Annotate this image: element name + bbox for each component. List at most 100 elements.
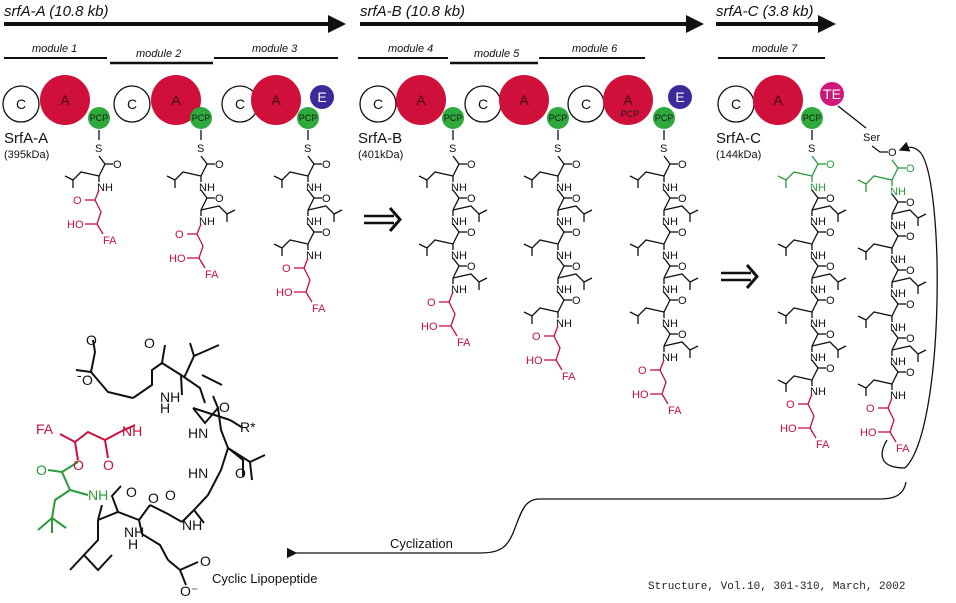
module-7: module 7 [718,43,825,59]
adenylation-domain-circle [151,75,201,125]
pcp-domain: PCP [297,107,319,129]
condensation-domain-circle [359,85,397,123]
adenylation-domain: A [603,75,653,125]
protein-labels: SrfA-A (395kDa) SrfA-B (401kDa) SrfA-C (… [4,130,761,161]
attack-origin-loop [881,439,906,469]
atom-ho: HO [421,321,438,333]
atom-o: O [235,465,246,481]
gene-srfA-A: srfA-A (10.8 kb) [4,3,346,33]
protein-name-srfA-C: SrfA-C [716,130,761,147]
module-label: module 6 [572,43,618,55]
adenylation-domain-label: A [416,92,426,108]
protein-size-srfA-C: (144kDa) [716,149,761,161]
atom-nh: NH [810,284,826,296]
module-bars: module 1 module 2 module 3 module 4 modu… [4,43,825,65]
adenylation-domain-circle [40,75,90,125]
atom-o: O [906,231,915,243]
atom-o: O [678,261,687,273]
epimerase-domain: E [310,85,334,109]
pcp-domain: PCP [547,107,569,129]
pcp-domain-label: PCP [444,113,463,123]
atom-nh: NH [306,182,322,194]
adenylation-domain-circle [499,75,549,125]
atom-o: O [906,299,915,311]
atom-nh: NH [662,318,678,330]
atom-o: O [467,227,476,239]
cyclization-arrow: Cyclization [286,481,907,559]
atom-o: O [906,367,915,379]
condensation-domain-label: C [16,96,26,112]
atom-o: O [826,295,835,307]
atom-o: O [906,333,915,345]
atom-nh: NH [890,390,906,402]
thioesterase-domain-label: TE [823,86,841,102]
fatty-acid-label: FA [457,337,471,349]
condensation-domain-label: C [235,96,245,112]
atom-o: O [826,329,835,341]
atom-nh: NH [890,254,906,266]
atom-nh: NH [890,186,906,198]
atom-nh: NH [182,517,202,533]
atom-o: O [678,159,687,171]
atom-o: O [678,295,687,307]
pcp-domain: PCP [190,107,212,129]
pcp-domain-label: PCP [549,113,568,123]
atom-s: S [449,143,456,155]
pcp-domain-label: PCP [803,113,822,123]
adenylation-domain: A [499,75,549,125]
cyclization-label: Cyclization [390,536,453,551]
atom-o: O [215,159,224,171]
pcp-domain: PCP [442,107,464,129]
adenylation-domain-label: A [623,92,633,108]
product-label: Cyclic Lipopeptide [212,571,318,586]
atom-nh: NH [199,182,215,194]
atom-s: S [95,143,102,155]
pcp-domain: PCP [653,107,675,129]
atom-o: O [86,332,97,348]
atom-o: O [906,265,915,277]
atom-o: O [215,193,224,205]
adenylation-domain: A [396,75,446,125]
cyclic-lipopeptide-structure: O - O O H NH O HN R* O HN O NH O NH H O … [36,332,318,599]
atom-o: O [572,227,581,239]
atom-o: O [826,227,835,239]
pcp-domain-circle [297,107,319,129]
module-label: module 2 [136,48,181,60]
atom-o: O [36,462,47,478]
atom-hn: HN [188,425,208,441]
pcp-domain: PCP [88,107,110,129]
atom-s: S [554,143,561,155]
atom-nh: NH [451,284,467,296]
atom-o-ester: O [73,457,84,473]
atom-nh: NH [810,216,826,228]
gene-arrow-head [818,15,836,33]
r-group-label: R* [240,419,256,435]
atom-o: O [826,261,835,273]
atom-o: O [532,331,541,343]
adenylation-domain-label: A [773,92,783,108]
module-label: module 5 [474,48,520,60]
atom-o: O [678,193,687,205]
atom-nh: NH [556,182,572,194]
atom-o: O [678,329,687,341]
atom-nh: NH [451,182,467,194]
module-2: module 2 [110,48,213,65]
module-5: module 5 [450,48,538,65]
atom-o: O [219,399,230,415]
atom-h: H [160,400,170,416]
adenylation-domain-label: A [519,92,529,108]
pcp-domain-circle [653,107,675,129]
pcp-domain-circle [442,107,464,129]
condensation-domain: C [464,85,502,123]
atom-o: O [572,261,581,273]
atom-nh: NH [810,352,826,364]
pcp-domain-circle [88,107,110,129]
atom-nh: NH [451,250,467,262]
module-label: module 3 [252,43,298,55]
module-4: module 4 [358,43,448,59]
condensation-domain: C [359,85,397,123]
condensation-domain-circle [2,85,40,123]
